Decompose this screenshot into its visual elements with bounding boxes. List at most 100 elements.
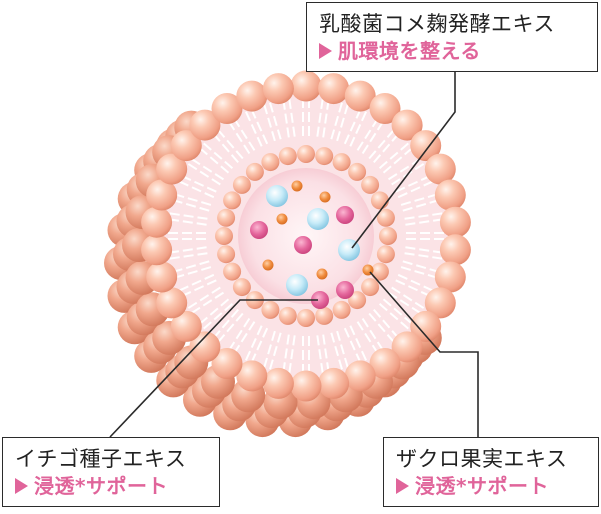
lipid-tail [404,212,443,220]
lipid-head [189,109,221,141]
lipid-tail [336,104,349,142]
lipid-tail [174,266,212,279]
lipid-head [141,234,173,266]
lipid-tail [330,102,343,140]
lipid-head [236,360,268,392]
lipid-head [297,309,315,327]
lipid-tail [361,317,384,352]
orange-particle [316,268,328,280]
pink-particle [294,236,312,254]
lipid-head [297,145,315,163]
lipid-tail [203,303,234,330]
lipid-tail [181,279,217,298]
lipid-head [141,206,173,238]
label-strawberry-seed: イチゴ種子エキス 浸透*サポート [2,437,220,507]
pink-particle [250,221,268,239]
lipid-head [170,130,202,162]
lipid-tail [288,98,296,137]
label-benefit: 肌環境を整える [319,38,585,65]
label-benefit-text: 肌環境を整える [338,39,481,63]
lipid-tail [361,120,384,155]
lipid-tail [378,303,409,330]
lipid-tail [172,260,210,273]
blue-particle [266,185,288,207]
lipid-head [232,278,251,297]
lipid-tail [349,325,368,361]
triangle-icon [319,43,332,59]
leader-line-lactic [351,72,456,249]
lipid-head [434,179,466,211]
lipid-tail [244,325,263,361]
label-title: ザクロ果実エキス [396,447,568,471]
orange-particle [291,180,303,192]
label-title: イチゴ種子エキス [15,447,187,471]
lipid-head [211,348,243,379]
lipid-tail [233,321,256,355]
lipid-head [376,208,395,227]
lipid-tail [187,163,221,186]
label-title: 乳酸菌コメ麹発酵エキス [319,12,555,36]
lipid-head [369,348,401,379]
lipid-tail [228,317,251,352]
lipid-tail [373,308,400,339]
lipid-tail [397,273,434,292]
label-pomegranate-fruit: ザクロ果実エキス 浸透*サポート [383,437,599,507]
lipid-head [223,262,242,281]
lipid-head [236,80,268,112]
label-benefit-text: 浸透*サポート [34,474,168,498]
lipid-head [170,310,202,342]
lipid-tail [330,332,343,370]
lipid-tail [187,286,221,309]
lipid-head [215,227,233,245]
lipid-tail [316,98,324,137]
lipid-head [290,370,322,402]
lipid-tail [169,212,208,220]
lipid-head [344,360,376,392]
lipid-tail [316,335,324,374]
label-benefit: 浸透*サポート [15,473,207,500]
label-benefit-text: 浸透*サポート [415,474,549,498]
lipid-head [261,300,280,319]
lipid-tail [322,99,330,138]
pink-particle [336,206,354,224]
lipid-tail [199,298,230,325]
lipid-head [410,310,442,342]
lipid-head [261,153,280,172]
lipid-tail [190,291,225,314]
lipid-head [344,80,376,112]
lipid-tail [400,193,438,206]
lipid-head [146,179,178,211]
lipid-tail [217,312,244,343]
lipid-tail [233,117,256,151]
lipid-tail [382,298,413,325]
lipid-tail [250,108,269,145]
lipid-head [439,206,471,238]
lipid-head [348,162,367,181]
lipid-head [391,331,423,363]
lipid-tail [356,321,379,355]
lipid-head [232,175,251,194]
lipid-tail [217,129,244,160]
lipid-tail [282,334,290,373]
lipid-tail [263,104,276,142]
lipid-tail [391,286,425,309]
leader-line-strawberry [109,299,318,438]
lipid-head [262,73,294,105]
lipid-tail [387,291,422,314]
lipid-tail [368,129,395,160]
lipid-tail [368,312,395,343]
lipid-tail [400,266,438,279]
orange-particle [262,259,274,271]
lipid-head [410,130,442,162]
lipid-tail [269,102,282,140]
blue-particle [286,274,308,296]
lipid-head [156,153,188,185]
lipid-head [332,300,351,319]
lipid-tail [263,330,276,368]
lipid-tail [395,174,431,193]
lipid-tail [190,158,225,181]
lipid-tail [181,174,217,193]
lipid-head [262,367,294,399]
lipid-tail [228,120,251,155]
lipid-tail [378,142,409,169]
